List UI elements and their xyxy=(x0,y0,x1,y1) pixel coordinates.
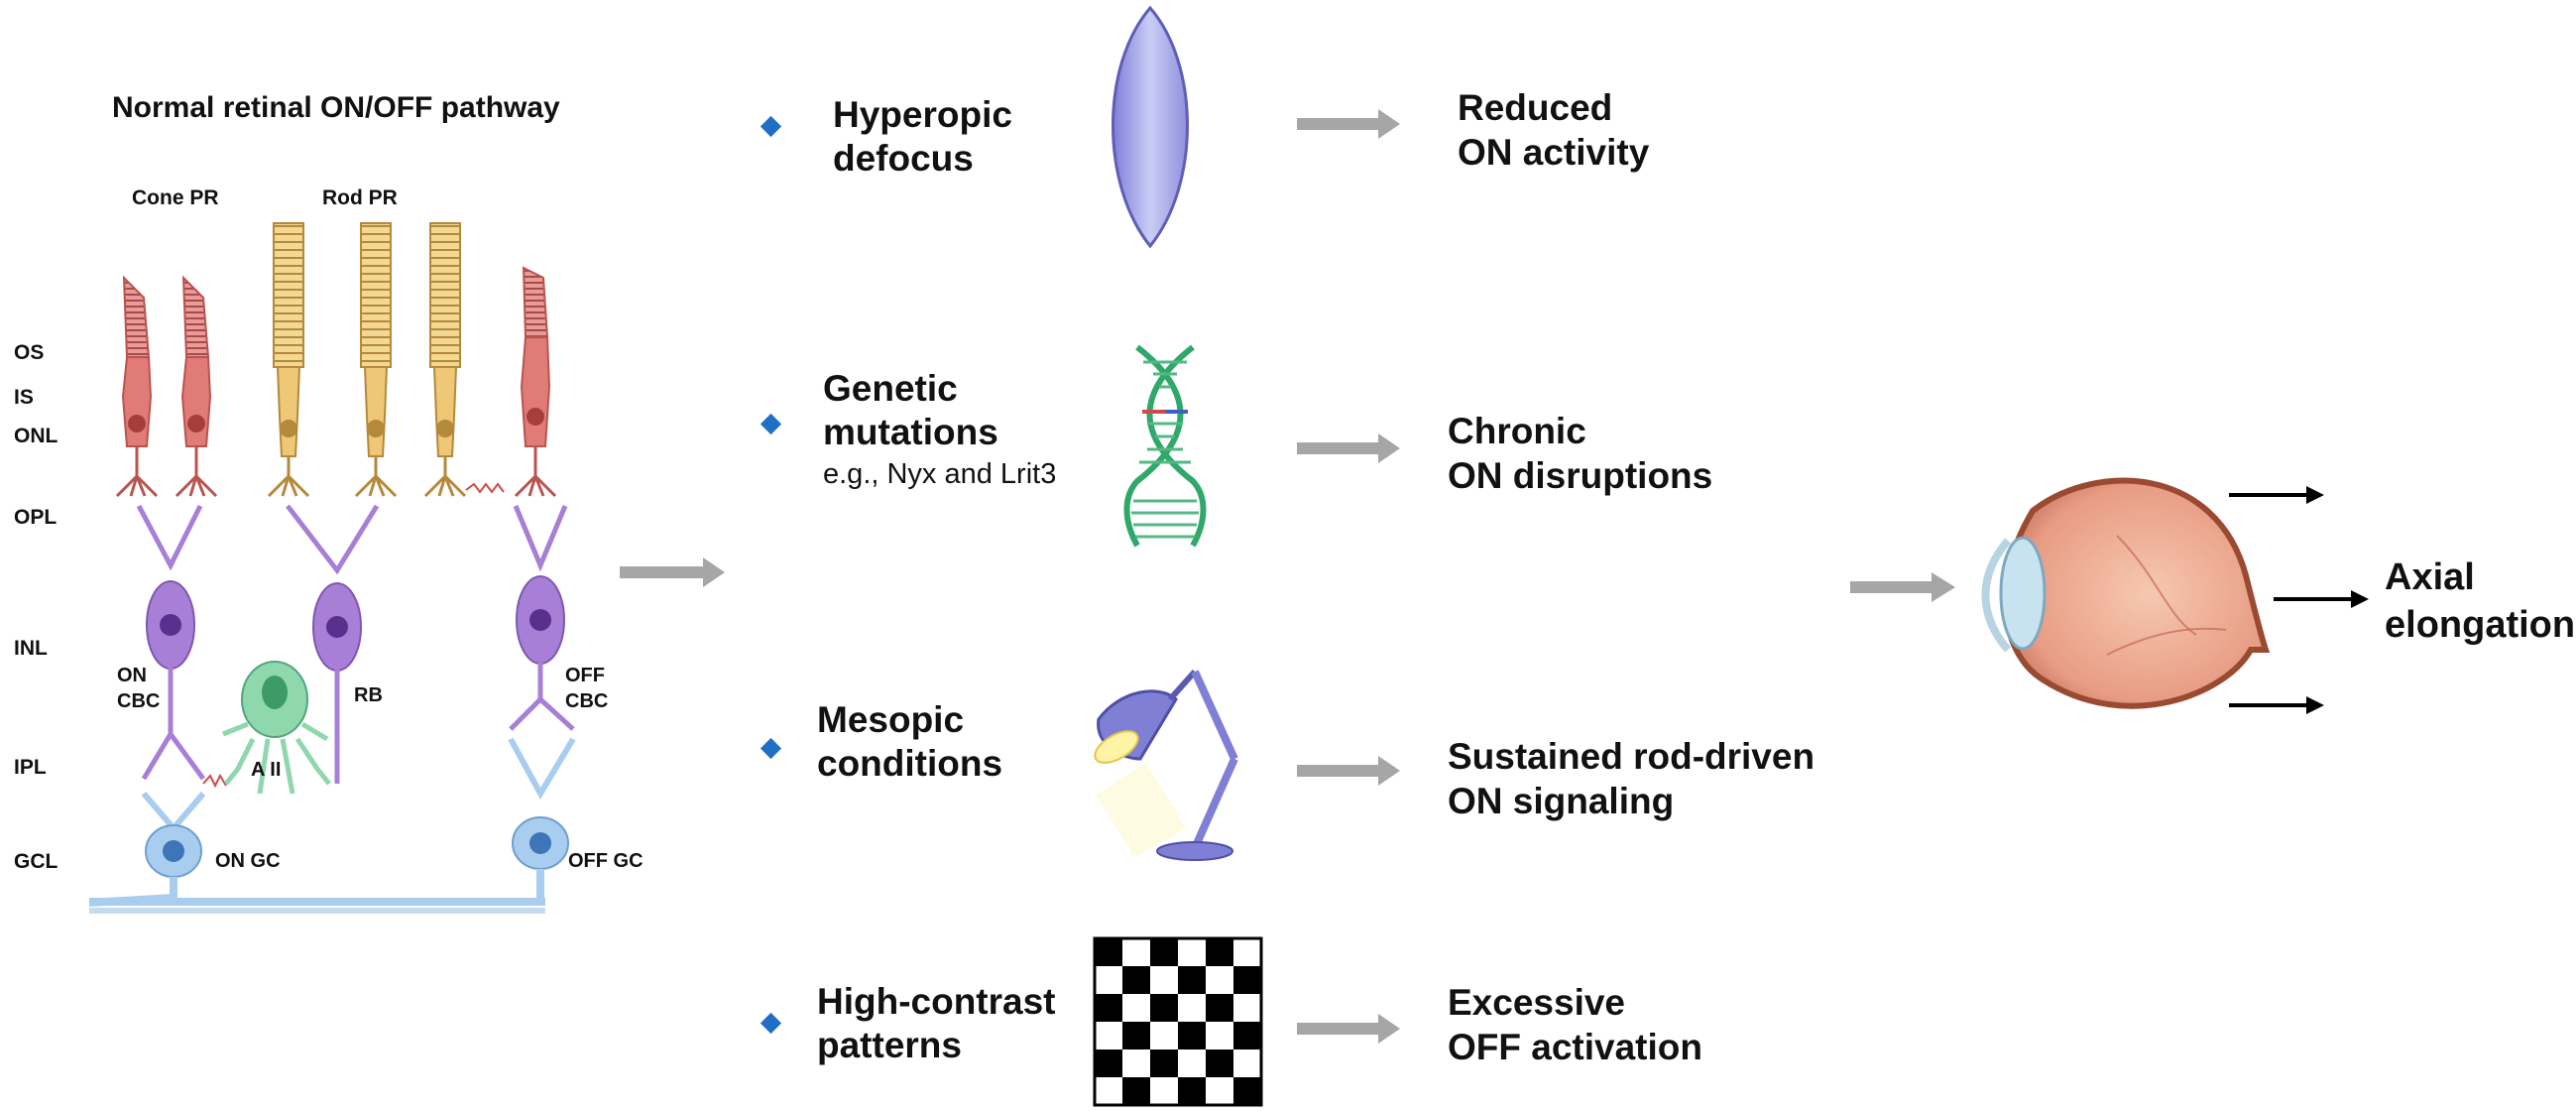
retina-to-factors-arrow xyxy=(620,557,725,587)
checker-square xyxy=(1150,938,1178,966)
factor-label-high-contrast: High-contrast patterns xyxy=(817,981,1056,1065)
on-cbc-label: ON CBC xyxy=(117,665,161,712)
result-axial-elongation: Axial elongation xyxy=(2385,556,2576,646)
elongation-arrow-middle xyxy=(2274,590,2369,608)
checker-square xyxy=(1095,1049,1122,1077)
factor-arrow-4 xyxy=(1297,1014,1400,1044)
checker-square xyxy=(1095,938,1122,966)
factor-arrow-3 xyxy=(1297,756,1400,786)
checker-square xyxy=(1095,1022,1122,1049)
checker-square xyxy=(1206,994,1233,1022)
checker-square xyxy=(1122,1049,1150,1077)
checker-square xyxy=(1206,1077,1233,1105)
checker-square xyxy=(1095,994,1122,1022)
factor-bullet-4 xyxy=(760,1012,782,1035)
checker-square xyxy=(1233,1077,1261,1105)
off-cbc-label: OFF CBC xyxy=(565,665,609,712)
layer-label-gcl: GCL xyxy=(14,850,59,873)
checker-square xyxy=(1150,966,1178,994)
checker-square xyxy=(1206,966,1233,994)
checker-square xyxy=(1150,1049,1178,1077)
outcome-sustained-rod: Sustained rod-driven ON signaling xyxy=(1448,736,1815,821)
factor-arrow-1 xyxy=(1297,109,1400,139)
factor-bullet-1 xyxy=(760,115,782,138)
checker-square xyxy=(1095,966,1122,994)
layer-label-onl: ONL xyxy=(14,425,59,447)
outcome-chronic-on: Chronic ON disruptions xyxy=(1448,411,1713,496)
checker-square xyxy=(1150,1077,1178,1105)
checker-square xyxy=(1178,966,1206,994)
elongation-arrow-bottom xyxy=(2229,696,2324,714)
optic-nerve-fibers xyxy=(89,898,545,914)
checker-square xyxy=(1178,938,1206,966)
checker-square xyxy=(1233,938,1261,966)
checker-square xyxy=(1233,994,1261,1022)
layer-label-os: OS xyxy=(14,341,45,364)
factor-label-mesopic: Mesopic conditions xyxy=(817,699,1003,784)
rod-pr-label: Rod PR xyxy=(322,186,398,209)
layer-label-opl: OPL xyxy=(14,506,58,529)
factor-label-hyperopic: Hyperopic defocus xyxy=(833,94,1012,179)
factor-sublabel-genetic: e.g., Nyx and Lrit3 xyxy=(823,458,1057,490)
retina-illustration xyxy=(88,222,576,914)
checker-square xyxy=(1150,994,1178,1022)
checker-square xyxy=(1178,1022,1206,1049)
checker-square xyxy=(1122,966,1150,994)
checker-square xyxy=(1122,1077,1150,1105)
rod-photoreceptor-3 xyxy=(423,222,467,498)
checker-square xyxy=(1233,1022,1261,1049)
rod-photoreceptor-2 xyxy=(354,222,398,498)
factor-bullet-3 xyxy=(760,737,782,760)
aii-amacrine-cell xyxy=(222,661,331,795)
cone-photoreceptor-1 xyxy=(115,275,159,498)
checkerboard-border xyxy=(1093,936,1263,1107)
layer-label-ipl: IPL xyxy=(14,756,47,779)
dna-icon xyxy=(1123,344,1207,548)
layer-label-inl: INL xyxy=(14,637,48,660)
checker-square xyxy=(1206,1049,1233,1077)
on-ganglion-cell xyxy=(88,792,206,907)
checker-square xyxy=(1150,1022,1178,1049)
lens-icon xyxy=(1112,5,1189,249)
rod-photoreceptor-1 xyxy=(267,222,310,498)
checker-square xyxy=(1178,1049,1206,1077)
outcomes-to-eye-arrow xyxy=(1850,572,1955,602)
checker-square xyxy=(1178,994,1206,1022)
aii-label: A II xyxy=(251,759,282,781)
on-gc-label: ON GC xyxy=(215,850,281,872)
checker-square xyxy=(1233,1049,1261,1077)
off-ganglion-cell xyxy=(508,737,576,905)
checker-square xyxy=(1178,1077,1206,1105)
layer-label-is: IS xyxy=(14,386,34,409)
checker-square xyxy=(1122,994,1150,1022)
cone-pr-label: Cone PR xyxy=(132,186,219,209)
factor-bullet-2 xyxy=(760,413,782,435)
retina-title: Normal retinal ON/OFF pathway xyxy=(112,91,560,124)
checker-square xyxy=(1122,938,1150,966)
checker-square xyxy=(1206,938,1233,966)
cone-photoreceptor-3 xyxy=(514,266,557,498)
factor-arrow-2 xyxy=(1297,433,1400,463)
checker-square xyxy=(1095,1077,1122,1105)
elongation-arrow-top xyxy=(2229,486,2324,504)
checkerboard-icon xyxy=(1093,936,1263,1107)
checker-square xyxy=(1122,1022,1150,1049)
eye-icon xyxy=(1981,477,2271,709)
rod-bipolar-cell xyxy=(286,504,380,784)
checker-square xyxy=(1233,966,1261,994)
off-gc-label: OFF GC xyxy=(568,850,644,872)
outcome-excessive-off: Excessive OFF activation xyxy=(1448,982,1702,1067)
checker-square xyxy=(1206,1022,1233,1049)
on-cone-bipolar-cell xyxy=(136,504,206,781)
cone-photoreceptor-2 xyxy=(175,275,218,498)
factor-label-genetic: Genetic mutations xyxy=(823,368,998,452)
outcome-reduced-on: Reduced ON activity xyxy=(1458,87,1650,173)
off-cone-bipolar-cell xyxy=(509,505,575,731)
rb-label: RB xyxy=(354,684,383,706)
lamp-icon xyxy=(1094,670,1238,861)
